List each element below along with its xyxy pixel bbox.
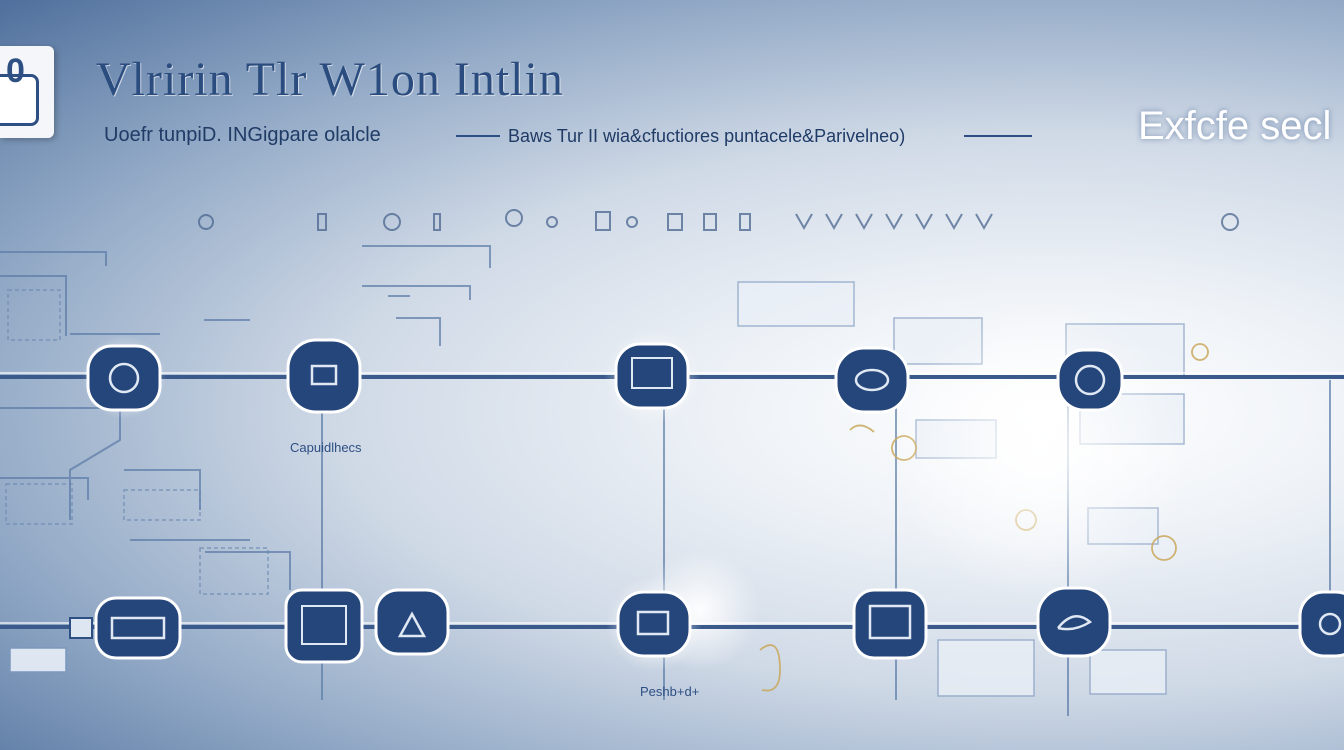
node-label-lower: Peshb+d+	[640, 684, 700, 699]
logo-frame	[0, 74, 39, 126]
node-row-2	[94, 576, 1344, 672]
page-subtitle: Uoefr tunpiD. INGigpare olalcle	[104, 124, 381, 146]
brand-wordmark: Exfcfe secl	[1138, 104, 1332, 148]
header-caption: Baws Tur II wia&cfuctiores puntacele&Par…	[508, 126, 906, 146]
logo: 0	[0, 46, 54, 138]
node-row-1	[82, 329, 1124, 425]
node-label-upper: Capuidlhecs	[290, 440, 362, 455]
logo-mark: 0	[6, 52, 25, 90]
page-title: Vlririn Tlr W1on Intlin	[96, 53, 564, 106]
